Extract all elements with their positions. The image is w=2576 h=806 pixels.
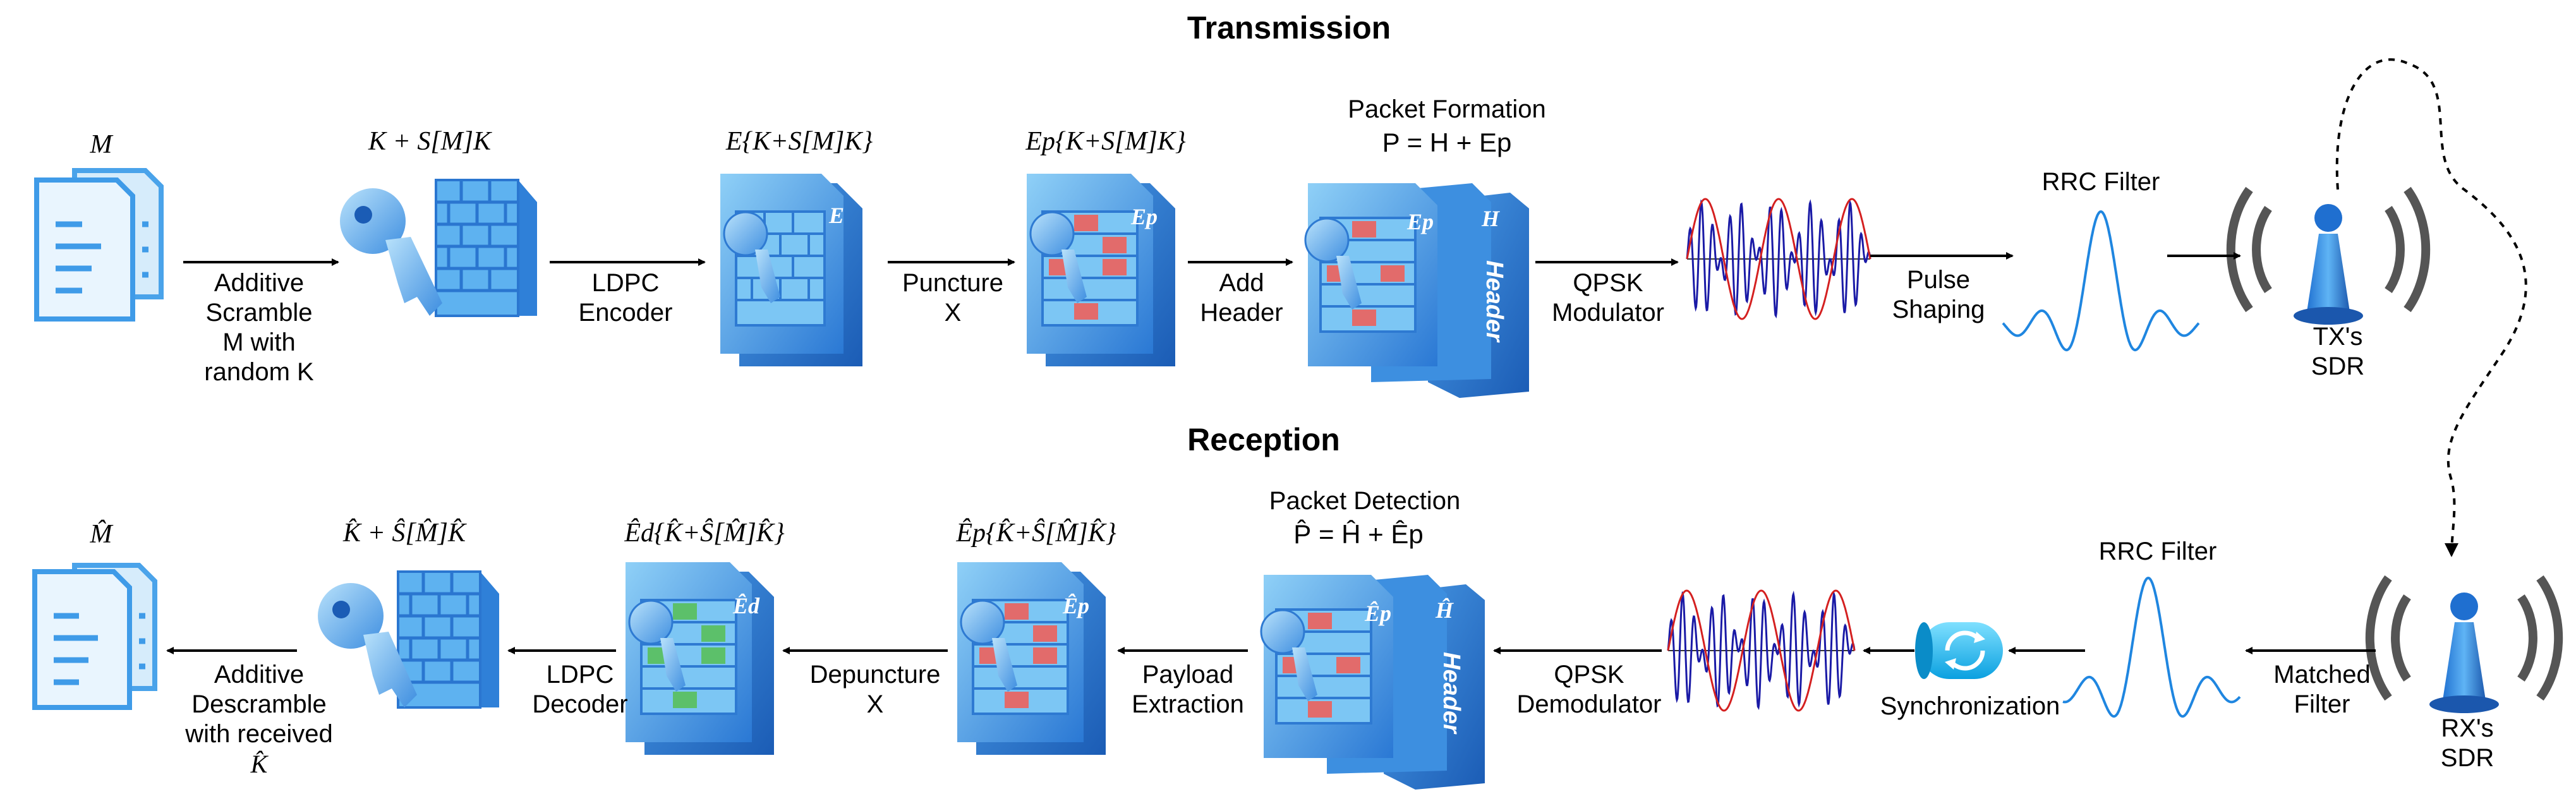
label-rx-sdr: RX's SDR — [2441, 714, 2494, 773]
document-icon-rx — [32, 563, 157, 710]
label-packet-eq-tx: P = H + Ep — [1382, 128, 1512, 157]
step-puncture: Puncture X — [902, 268, 1003, 328]
tab-label-Ed: Êd — [733, 593, 760, 618]
step-descramble-line1: Additive — [214, 661, 305, 689]
label-rrc-filter-rx: RRC Filter — [2098, 538, 2217, 565]
step-ldpc-encoder: LDPC Encoder — [579, 268, 673, 328]
step-pulse-shaping: Pulse Shaping — [1892, 265, 1985, 325]
air-link-dotted — [2335, 58, 2527, 557]
label-packet-detection: Packet Detection — [1269, 487, 1461, 515]
step-ldpc-encoder-line2: Encoder — [578, 299, 673, 327]
step-descramble-line4: K̂ — [250, 750, 268, 778]
step-payload-extraction-line1: Payload — [1142, 661, 1234, 689]
folder-icon-rx-punctured — [957, 562, 1106, 755]
folder-icon-decoded — [626, 562, 774, 755]
tab-label-Ep-tx: Ep — [1131, 204, 1158, 229]
label-punctured-rx: Êp{K̂+Ŝ[M̂]K̂} — [956, 519, 1116, 548]
step-depuncture: Depuncture X — [810, 660, 941, 719]
modulated-carrier — [1686, 198, 1872, 319]
qpsk-signal-rx — [1667, 589, 1856, 712]
step-puncture-line1: Puncture — [902, 269, 1004, 297]
step-ldpc-decoder: LDPC Decoder — [532, 660, 627, 719]
step-matched-filter: Matched Filter — [2273, 660, 2370, 719]
label-key-scrambled-rx: K̂ + Ŝ[M̂]K̂ — [342, 519, 466, 548]
step-qpsk-demodulator-line1: QPSK — [1554, 661, 1624, 689]
tab-label-E: E — [829, 203, 845, 228]
step-add-header: Add Header — [1200, 268, 1283, 328]
step-pulse-shaping-line1: Pulse — [1906, 266, 1971, 294]
label-synchronization: Synchronization — [1880, 692, 2060, 720]
label-key-scrambled-tx: K + S[M]K — [368, 127, 492, 156]
label-rrc-filter-tx: RRC Filter — [2041, 168, 2160, 196]
rrc-filter-curve-rx — [2062, 576, 2241, 718]
folder-icon-encoded — [720, 174, 862, 366]
title-reception: Reception — [1187, 422, 1340, 457]
packet-icon-tx — [1304, 183, 1529, 398]
step-ldpc-decoder-line2: Decoder — [532, 690, 628, 718]
header-label-rx: Header — [1437, 652, 1465, 733]
tab-label-Ep-rx: Êp — [1063, 593, 1090, 618]
tab-label-Ep-packet-tx: Ep — [1407, 209, 1434, 234]
label-rx-sdr-line2: SDR — [2440, 744, 2494, 772]
folder-icon-punctured — [1027, 174, 1175, 366]
label-message-rx: M̂ — [90, 520, 112, 549]
step-pulse-shaping-line2: Shaping — [1892, 296, 1985, 323]
step-ldpc-encoder-line1: LDPC — [591, 269, 660, 297]
step-ldpc-decoder-line1: LDPC — [546, 661, 614, 689]
antenna-icon-tx — [2226, 186, 2431, 325]
label-encoded: E{K+S[M]K} — [725, 127, 873, 156]
step-descramble-line2: Descramble — [191, 690, 327, 718]
step-descramble-line3: with received — [185, 720, 333, 748]
step-depuncture-line1: Depuncture — [809, 661, 941, 689]
packet-icon-rx — [1260, 575, 1485, 790]
label-packet-formation: Packet Formation — [1348, 95, 1546, 123]
label-punctured-tx: Ep{K+S[M]K} — [1025, 127, 1186, 156]
step-depuncture-line2: X — [866, 690, 884, 718]
antenna-icon-rx — [2365, 575, 2563, 713]
step-scramble-line3: M with — [222, 328, 296, 356]
label-rx-sdr-line1: RX's — [2441, 714, 2494, 742]
rrc-filter-curve-tx — [2002, 210, 2200, 352]
step-matched-filter-line1: Matched — [2273, 661, 2371, 689]
key-firewall-icon-tx — [340, 179, 537, 317]
title-transmission: Transmission — [1187, 10, 1391, 45]
label-packet-eq-rx: P̂ = Ĥ + Êp — [1293, 519, 1424, 549]
step-qpsk-modulator-line1: QPSK — [1573, 269, 1643, 297]
tx-arrows — [183, 252, 2241, 266]
step-qpsk-demodulator-line2: Demodulator — [1516, 690, 1662, 718]
label-message-tx: M — [90, 130, 112, 159]
label-tx-sdr: TX's SDR — [2311, 322, 2364, 382]
label-tx-sdr-line2: SDR — [2311, 352, 2365, 380]
step-payload-extraction-line2: Extraction — [1132, 690, 1244, 718]
step-scramble-line2: Scramble — [205, 299, 313, 327]
step-qpsk-modulator: QPSK Modulator — [1552, 268, 1664, 328]
label-tx-sdr-line1: TX's — [2313, 323, 2363, 351]
step-add-header-line1: Add — [1219, 269, 1264, 297]
synchronization-icon — [1915, 622, 2003, 679]
tab-label-H-rx: Ĥ — [1436, 598, 1454, 623]
step-qpsk-modulator-line2: Modulator — [1552, 299, 1664, 327]
step-puncture-line2: X — [944, 299, 962, 327]
symbol-envelope — [1686, 198, 1872, 320]
symbol-envelope — [1667, 589, 1856, 712]
step-qpsk-demodulator: QPSK Demodulator — [1516, 660, 1661, 719]
tab-label-Ep-packet-rx: Êp — [1365, 601, 1392, 626]
tab-label-H-tx: H — [1482, 206, 1500, 231]
header-label-tx: Header — [1480, 260, 1508, 342]
step-scramble-line1: Additive — [214, 269, 305, 297]
step-descramble: Additive Descramble with received K̂ — [185, 660, 332, 779]
qpsk-signal-tx — [1686, 198, 1872, 320]
key-firewall-icon-rx — [318, 570, 499, 709]
step-matched-filter-line2: Filter — [2294, 690, 2350, 718]
document-icon-tx — [34, 168, 164, 322]
step-payload-extraction: Payload Extraction — [1132, 660, 1244, 719]
modulated-carrier — [1667, 591, 1856, 711]
label-decoded: Êd{K̂+Ŝ[M̂]K̂} — [624, 519, 785, 548]
step-add-header-line2: Header — [1200, 299, 1283, 327]
step-scramble-line4: random K — [204, 358, 314, 386]
step-scramble: Additive Scramble M with random K — [204, 268, 313, 387]
